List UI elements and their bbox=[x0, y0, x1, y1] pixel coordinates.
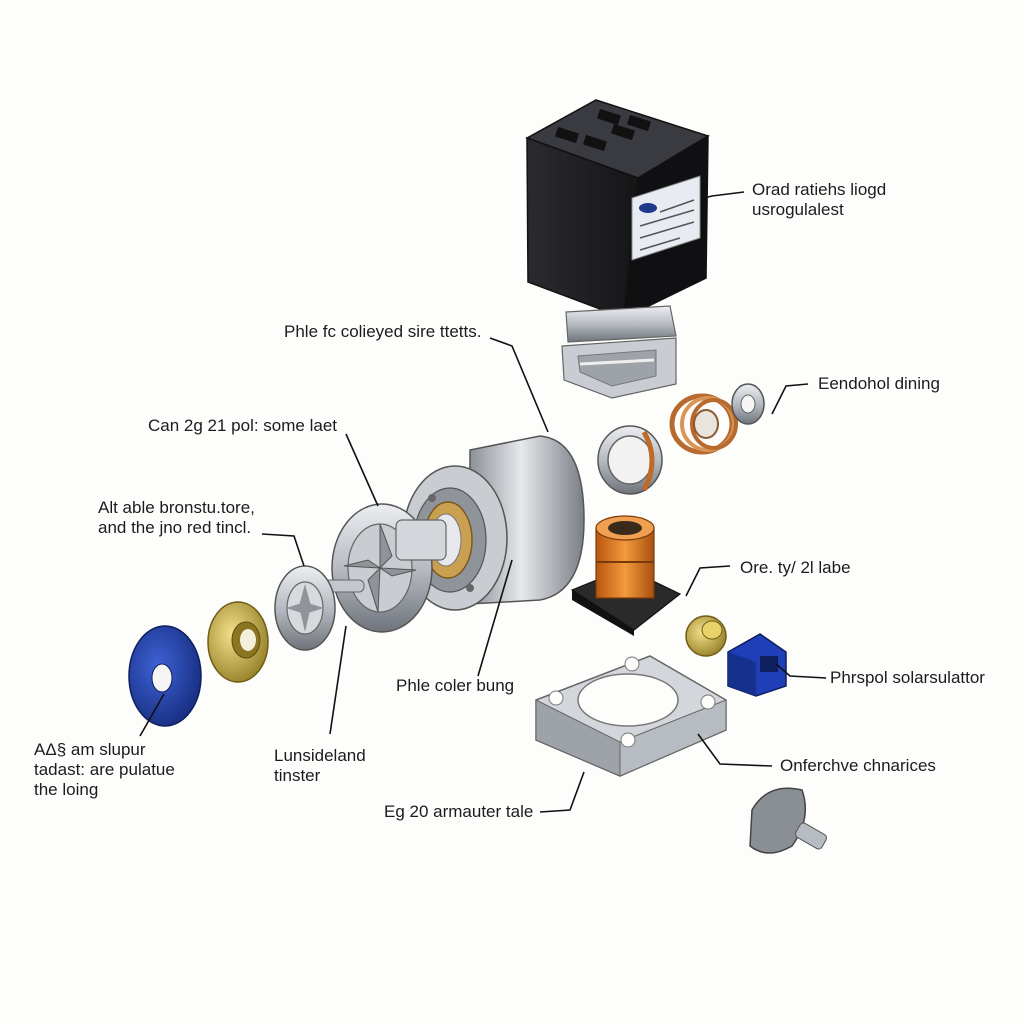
label-phle-coler: Phle coler bung bbox=[396, 676, 514, 696]
leader-line-can bbox=[345, 433, 379, 507]
control-box-icon bbox=[525, 99, 710, 320]
label-endohol: Eendohol dining bbox=[818, 374, 940, 394]
label-lunside-line-2: tinster bbox=[274, 766, 321, 785]
leader-line-phle-coler bbox=[477, 559, 513, 677]
label-alt: Alt able bronstu.tore, and the jno red t… bbox=[98, 498, 255, 538]
label-as: AΔ§ am slupur tadast: are pulatue the lo… bbox=[34, 740, 175, 800]
leader-line-alt bbox=[261, 533, 305, 567]
bearing-icon bbox=[597, 425, 663, 495]
gear-wheel-icon bbox=[274, 565, 336, 651]
fan-rotor-icon bbox=[323, 503, 447, 633]
leader-line-upper-center bbox=[489, 337, 549, 433]
label-onferchve-text: Onferchve chnarices bbox=[780, 756, 936, 775]
label-eg20-text: Eg 20 armauter tale bbox=[384, 802, 534, 821]
brass-plug-icon bbox=[685, 615, 727, 657]
label-ore: Ore. ty/ 2l labe bbox=[740, 558, 851, 578]
brass-nut-icon bbox=[207, 601, 269, 683]
label-top-right: Orad ratiehs liogd usrogulalest bbox=[752, 180, 886, 220]
leader-lines bbox=[139, 191, 827, 813]
label-top-right-line-2: usrogulalest bbox=[752, 200, 844, 219]
label-as-line-1: AΔ§ am slupur bbox=[34, 740, 146, 759]
blue-connector-block-icon bbox=[727, 633, 787, 697]
leader-line-as bbox=[139, 693, 165, 737]
label-alt-line-2: and the jno red tincl. bbox=[98, 518, 252, 537]
label-as-line-2: tadast: are pulatue bbox=[34, 760, 175, 779]
label-onferchve: Onferchve chnarices bbox=[780, 756, 936, 776]
leader-line-endohol bbox=[771, 383, 809, 415]
label-upper-center-text: Phle fc colieyed sire ttetts. bbox=[284, 322, 482, 341]
label-can: Can 2g 21 pol: some laet bbox=[148, 416, 337, 436]
flange-plate-icon bbox=[535, 655, 727, 777]
label-lunside: Lunsideland tinster bbox=[274, 746, 366, 786]
label-lunside-line-1: Lunsideland bbox=[274, 746, 366, 765]
leader-line-phrspol bbox=[775, 663, 827, 679]
label-phrspol: Phrspol solarsulattor bbox=[830, 668, 985, 688]
label-alt-line-1: Alt able bronstu.tore, bbox=[98, 498, 255, 517]
blue-washer-icon bbox=[128, 625, 202, 727]
label-top-right-line-1: Orad ratiehs liogd bbox=[752, 180, 887, 199]
leader-line-ore bbox=[685, 565, 731, 597]
washer-icon bbox=[731, 383, 765, 425]
orange-coupling-icon bbox=[570, 515, 682, 636]
label-phle-coler-text: Phle coler bung bbox=[396, 676, 515, 695]
mushroom-plug-icon bbox=[749, 787, 828, 854]
label-upper-center: Phle fc colieyed sire ttetts. bbox=[284, 322, 481, 342]
label-ore-text: Ore. ty/ 2l labe bbox=[740, 558, 851, 577]
leader-line-eg20 bbox=[539, 771, 585, 813]
leader-line-onferchve bbox=[697, 733, 773, 767]
label-phrspol-text: Phrspol solarsulattor bbox=[830, 668, 985, 687]
leader-line-lunside bbox=[329, 625, 347, 735]
mounting-bracket-icon bbox=[561, 305, 677, 399]
label-as-line-3: the loing bbox=[34, 780, 99, 799]
label-eg20: Eg 20 armauter tale bbox=[384, 802, 533, 822]
label-can-text: Can 2g 21 pol: some laet bbox=[148, 416, 338, 435]
label-endohol-text: Eendohol dining bbox=[818, 374, 940, 393]
spring-icon bbox=[669, 393, 738, 455]
leader-line-top-right bbox=[703, 191, 745, 199]
